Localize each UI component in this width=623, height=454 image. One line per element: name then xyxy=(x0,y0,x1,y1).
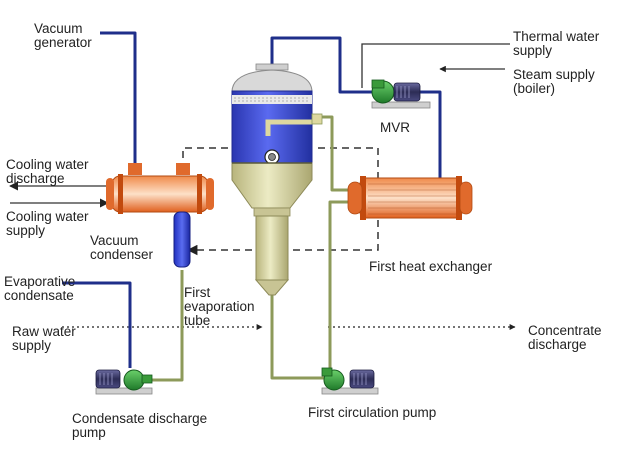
evaporator-to-pump-pipe xyxy=(270,292,330,380)
mvr-inlet-pipe xyxy=(270,36,372,94)
first-heat-exchanger-shape xyxy=(347,176,473,220)
first-evaporation-tube-shape xyxy=(173,211,191,268)
raw-water-supply-label: Raw water supply xyxy=(12,324,76,353)
condensate-discharge-pump-shape xyxy=(95,369,153,395)
thermal-water-supply-label: Thermal water supply xyxy=(513,29,600,58)
first-heat-exchanger-label: First heat exchanger xyxy=(369,259,493,274)
first-evaporation-tube-label: First evaporation tube xyxy=(184,285,255,328)
evaporative-condensate-label: Evaporative condensate xyxy=(4,274,76,303)
mvr-outlet-pipe xyxy=(420,90,442,182)
thermal-water-line xyxy=(361,43,510,88)
first-circulation-pump-shape xyxy=(321,367,379,395)
liquid-pipes xyxy=(150,115,348,382)
cooling-water-supply-label: Cooling water supply xyxy=(6,209,89,238)
vacuum-generator-pipe xyxy=(100,31,137,170)
steam-supply-label: Steam supply (boiler) xyxy=(513,67,595,96)
vacuum-condenser xyxy=(106,163,214,214)
first-circulation-pump-label: First circulation pump xyxy=(308,405,437,420)
vapor-pipes xyxy=(62,31,442,368)
pump-to-exchanger-pipe xyxy=(328,200,348,378)
vacuum-generator-label: Vacuum generator xyxy=(34,21,92,50)
evaporator-vessel xyxy=(231,63,323,296)
condensate-discharge-pump-label: Condensate discharge pump xyxy=(72,411,208,440)
vacuum-condenser-label: Vacuum condenser xyxy=(90,233,154,262)
cooling-water-discharge-label: Cooling water discharge xyxy=(6,157,89,186)
evaporative-condensate-pipe xyxy=(62,281,132,368)
mvr-label: MVR xyxy=(380,120,410,135)
concentrate-discharge-label: Concentrate discharge xyxy=(528,323,602,352)
tube-to-condensate-pump-pipe xyxy=(150,270,184,382)
exchanger-return-pipe xyxy=(316,115,348,192)
supply-lines xyxy=(9,43,510,208)
mvr-compressor xyxy=(371,79,431,109)
